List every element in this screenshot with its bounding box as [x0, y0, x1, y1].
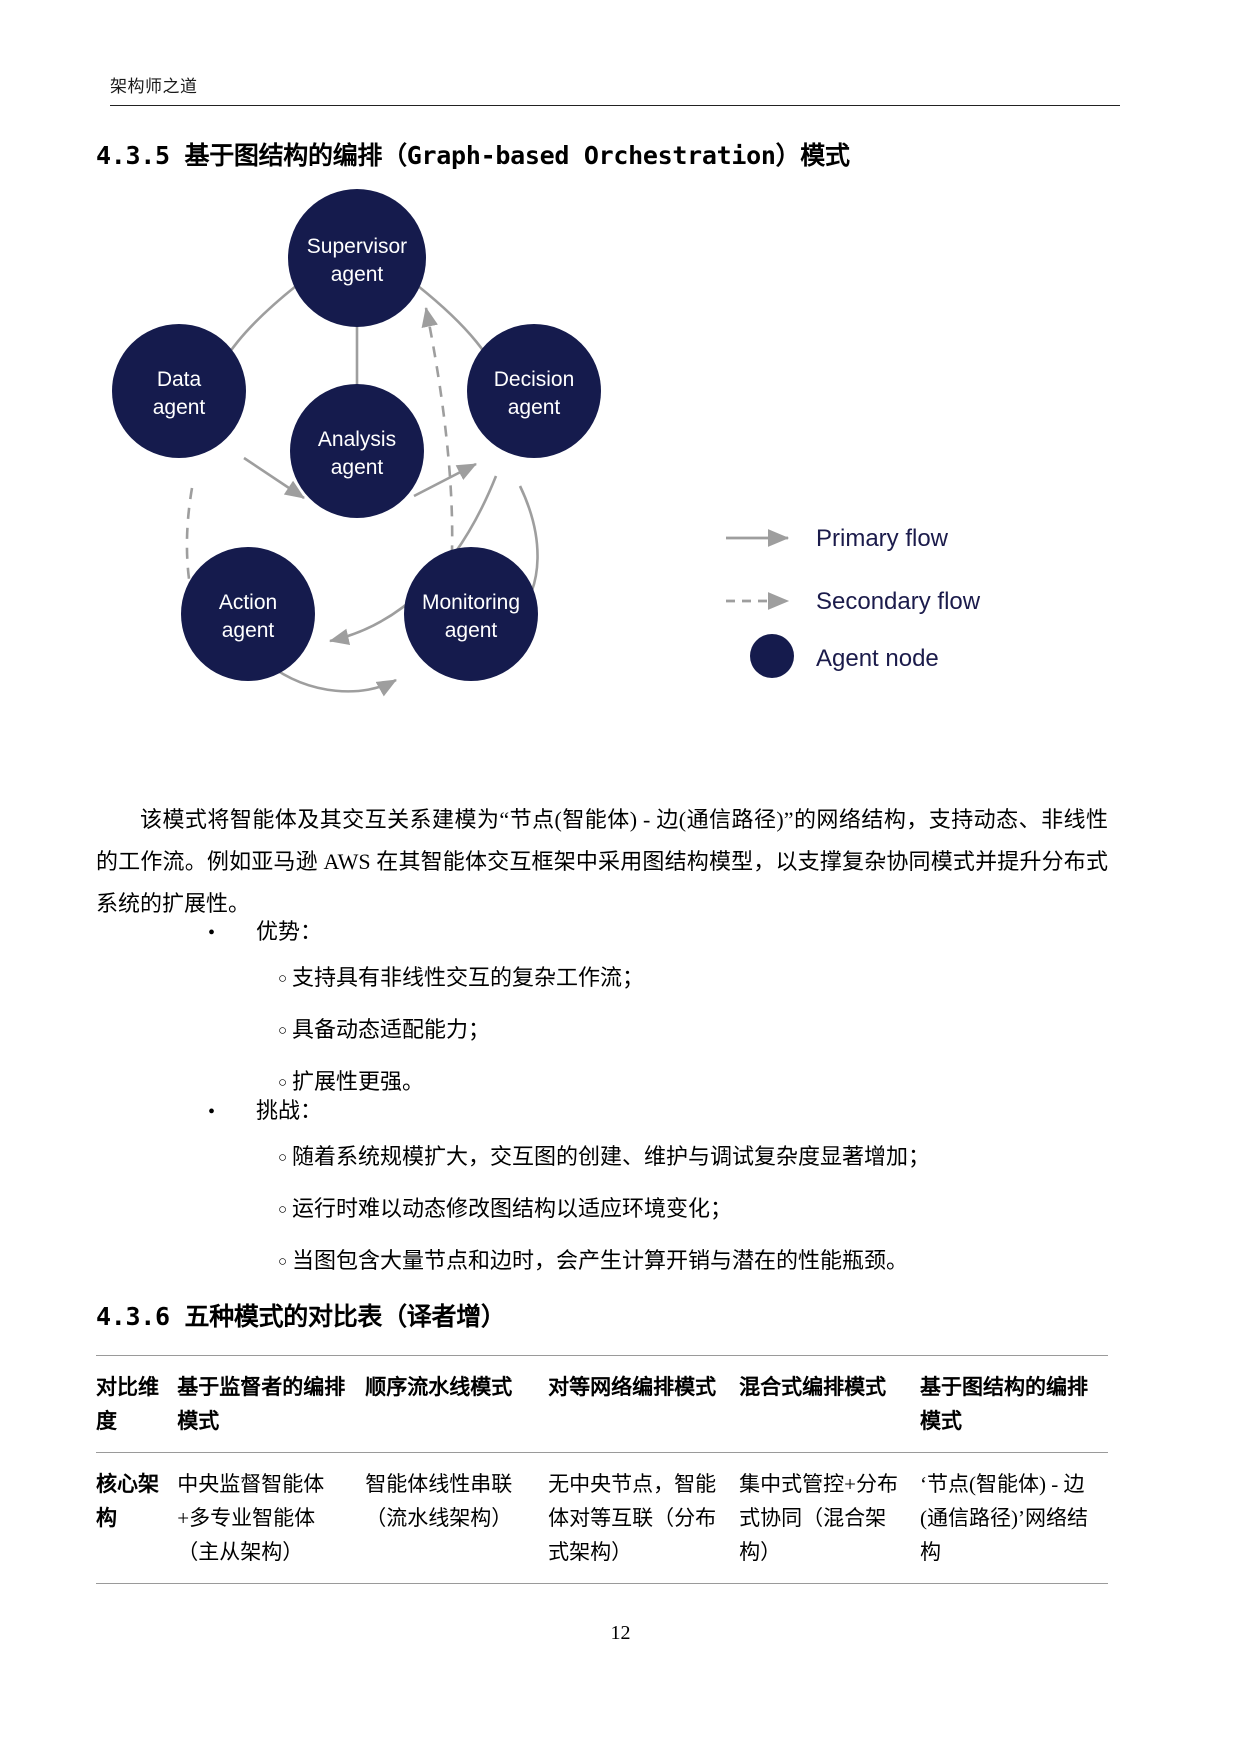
edge-data-to-analysis: [243, 456, 305, 500]
section-heading-4-3-6: 4.3.6 五种模式的对比表（译者增）: [96, 1302, 506, 1331]
node-action-label-line2: agent: [222, 619, 275, 642]
advantages-list-item: ○ 扩展性更强。: [96, 1065, 1108, 1099]
running-header-title: 架构师之道: [110, 77, 198, 96]
bullet-circle-icon: ○: [278, 971, 288, 987]
legend-label-secondary-flow: Secondary flow: [816, 588, 981, 615]
node-decision-label-line1: Decision: [494, 368, 575, 391]
table-header-cell-dimension: 对比维度: [96, 1355, 178, 1453]
node-action: Action agent: [181, 547, 315, 681]
advantages-list-item-text: 支持具有非线性交互的复杂工作流；: [292, 965, 645, 990]
page-number: 12: [610, 1622, 631, 1644]
bullet-dot-icon: •: [208, 922, 216, 944]
node-supervisor: Supervisor agent: [288, 189, 426, 327]
table-header-cell-supervisor: 基于监督者的编排模式: [177, 1355, 366, 1453]
legend-swatch-agent-node: [750, 634, 794, 678]
node-data: Data agent: [112, 324, 246, 458]
diagram-legend: Primary flow Secondary flow Agent node: [726, 525, 981, 678]
node-monitoring: Monitoring agent: [404, 547, 538, 681]
table-header-cell-pipeline: 顺序流水线模式: [365, 1355, 549, 1453]
table-cell-supervisor: 中央监督智能体+多专业智能体（主从架构）: [177, 1452, 366, 1584]
node-monitoring-label-line1: Monitoring: [422, 591, 520, 614]
node-analysis: Analysis agent: [290, 384, 424, 518]
table-header-cell-graph: 基于图结构的编排模式: [920, 1355, 1108, 1453]
bullet-circle-icon: ○: [278, 1202, 288, 1218]
node-supervisor-label-line2: agent: [331, 263, 384, 286]
legend-item-secondary-flow: Secondary flow: [726, 588, 981, 615]
node-data-label-line2: agent: [153, 396, 206, 419]
challenges-list-item: ○ 运行时难以动态修改图结构以适应环境变化；: [96, 1192, 1108, 1226]
challenges-list-item: ○ 随着系统规模扩大，交互图的创建、维护与调试复杂度显著增加；: [96, 1140, 1108, 1174]
node-action-label-line1: Action: [219, 591, 277, 614]
advantages-list-item-text: 扩展性更强。: [292, 1069, 425, 1094]
comparison-table: 对比维度 基于监督者的编排模式 顺序流水线模式 对等网络编排模式 混合式编排模式…: [96, 1355, 1108, 1584]
bullet-circle-icon: ○: [278, 1254, 288, 1270]
advantages-list: • 优势： ○ 支持具有非线性交互的复杂工作流； ○ 具备动态适配能力； ○ 扩…: [96, 915, 1108, 1117]
node-monitoring-label-line2: agent: [445, 619, 498, 642]
edge-analysis-to-decision: [413, 462, 477, 498]
table-cell-graph: ‘节点(智能体) - 边(通信路径)’网络结构: [920, 1452, 1108, 1584]
challenges-list-title: 挑战：: [256, 1098, 323, 1123]
advantages-list-item-text: 具备动态适配能力；: [292, 1017, 491, 1042]
legend-item-agent-node: Agent node: [750, 634, 939, 678]
edge-action-to-monitoring: [267, 662, 397, 697]
table-cell-hybrid: 集中式管控+分布式协同（混合架构）: [739, 1452, 921, 1584]
legend-item-primary-flow: Primary flow: [726, 525, 949, 552]
challenges-list-item-text: 随着系统规模扩大，交互图的创建、维护与调试复杂度显著增加；: [292, 1144, 931, 1169]
diagram-nodes: Supervisor agent Data agent Decision age…: [112, 189, 601, 681]
challenges-list-title-item: • 挑战：: [96, 1094, 1108, 1128]
header-divider: [110, 105, 1120, 106]
challenges-list: • 挑战： ○ 随着系统规模扩大，交互图的创建、维护与调试复杂度显著增加； ○ …: [96, 1094, 1108, 1296]
bullet-circle-icon: ○: [278, 1075, 288, 1091]
body-paragraph: 该模式将智能体及其交互关系建模为“节点(智能体) - 边(通信路径)”的网络结构…: [96, 807, 1108, 916]
node-supervisor-label-line1: Supervisor: [307, 235, 407, 258]
node-analysis-label-line2: agent: [331, 456, 384, 479]
node-analysis-label-line1: Analysis: [318, 428, 396, 451]
bullet-dot-icon: •: [208, 1101, 216, 1123]
challenges-list-item-text: 运行时难以动态修改图结构以适应环境变化；: [292, 1196, 733, 1221]
comparison-table-wrapper: 对比维度 基于监督者的编排模式 顺序流水线模式 对等网络编排模式 混合式编排模式…: [96, 1355, 1108, 1584]
legend-label-primary-flow: Primary flow: [816, 525, 949, 552]
advantages-list-item: ○ 支持具有非线性交互的复杂工作流；: [96, 961, 1108, 995]
graph-orchestration-diagram: Supervisor agent Data agent Decision age…: [96, 186, 1106, 706]
advantages-list-item: ○ 具备动态适配能力；: [96, 1013, 1108, 1047]
node-decision-label-line2: agent: [508, 396, 561, 419]
table-header-row: 对比维度 基于监督者的编排模式 顺序流水线模式 对等网络编排模式 混合式编排模式…: [96, 1355, 1108, 1453]
table-header-cell-peer-network: 对等网络编排模式: [548, 1355, 740, 1453]
table-cell-peer-network: 无中央节点，智能体对等互联（分布式架构）: [548, 1452, 740, 1584]
bullet-circle-icon: ○: [278, 1150, 288, 1166]
table-header-cell-hybrid: 混合式编排模式: [739, 1355, 921, 1453]
challenges-list-item: ○ 当图包含大量节点和边时，会产生计算开销与潜在的性能瓶颈。: [96, 1244, 1108, 1278]
advantages-list-title-item: • 优势：: [96, 915, 1108, 949]
table-cell-dimension: 核心架构: [96, 1452, 178, 1584]
running-header: 架构师之道: [110, 72, 1130, 106]
node-data-label-line1: Data: [157, 368, 202, 391]
bullet-circle-icon: ○: [278, 1023, 288, 1039]
table-cell-pipeline: 智能体线性串联（流水线架构）: [365, 1452, 549, 1584]
table-row: 核心架构 中央监督智能体+多专业智能体（主从架构） 智能体线性串联（流水线架构）…: [96, 1452, 1108, 1584]
challenges-list-item-text: 当图包含大量节点和边时，会产生计算开销与潜在的性能瓶颈。: [292, 1248, 909, 1273]
advantages-list-title: 优势：: [256, 919, 323, 944]
node-decision: Decision agent: [467, 324, 601, 458]
legend-label-agent-node: Agent node: [816, 645, 939, 672]
section-heading-4-3-5: 4.3.5 基于图结构的编排（Graph-based Orchestration…: [96, 141, 850, 170]
